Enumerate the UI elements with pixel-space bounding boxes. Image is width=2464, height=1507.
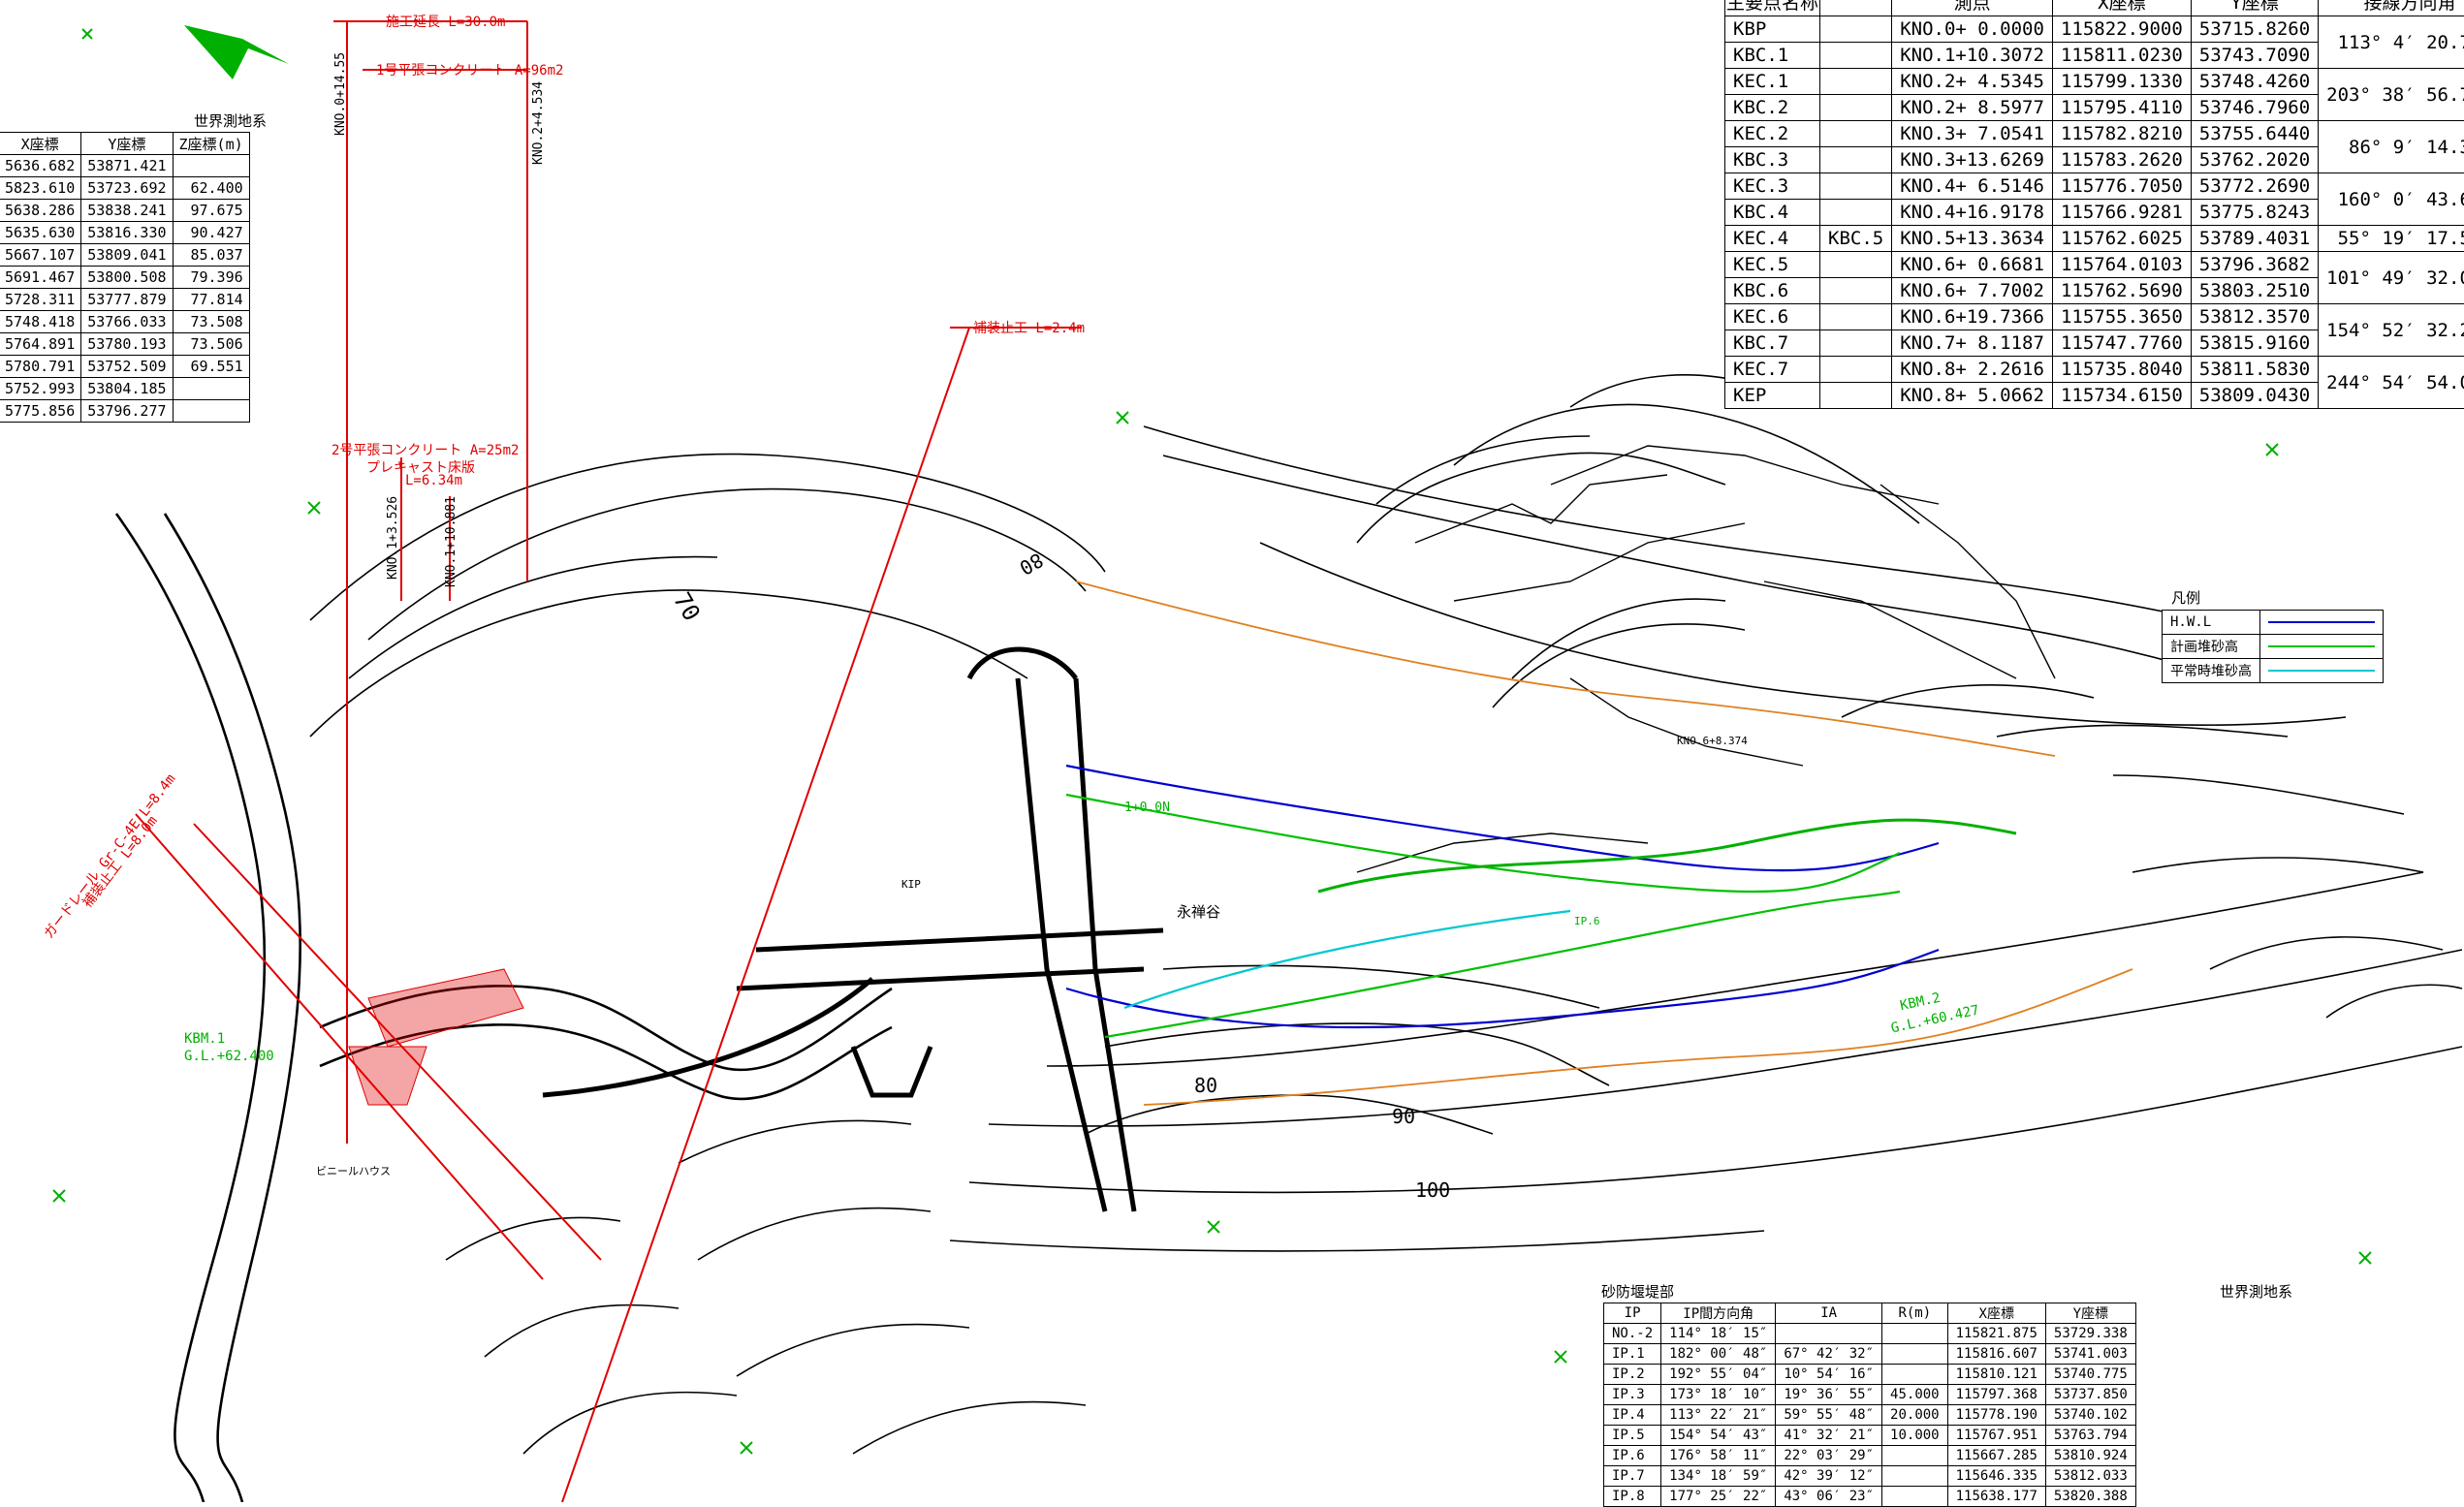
ip-table-datum: 世界測地系	[2220, 1281, 2292, 1302]
legend-title: 凡例	[2171, 587, 2200, 608]
label-kno1a: KNO.1+3.526	[386, 496, 400, 580]
control-points	[184, 25, 289, 79]
contour-label-100: 100	[1415, 1178, 1450, 1202]
label-kip: KIP	[901, 878, 921, 891]
label-pave1: 1号平張コンクリート A=96m2	[376, 60, 563, 79]
label-repair: 補装止工 L=2.4m	[973, 318, 1085, 337]
bm-header-y: Y座標	[81, 133, 173, 155]
north-arrow-icon	[184, 25, 289, 79]
bm-table-title: 世界測地系	[194, 110, 267, 131]
legend-item-planned: 計画堆砂高	[2163, 635, 2384, 659]
bm-header-z: Z座標(m)	[173, 133, 249, 155]
legend: H.W.L 計画堆砂高 平常時堆砂高	[2162, 610, 2384, 683]
label-kno2: KNO.2+4.534	[531, 81, 546, 165]
legend-item-normal: 平常時堆砂高	[2163, 659, 2384, 683]
label-ip6: IP.6	[1574, 915, 1600, 927]
ip-table-title: 砂防堰堤部	[1601, 1281, 1674, 1302]
label-kno0: KNO.0+14.55	[333, 52, 348, 136]
label-kbm1: KBM.1	[184, 1031, 225, 1047]
label-sta1: 1+0.0N	[1124, 801, 1170, 815]
label-vinyl-house: ビニールハウス	[316, 1163, 391, 1178]
dam-structure	[543, 649, 1163, 1211]
contour-label-90: 90	[1392, 1105, 1415, 1128]
water-levels	[1066, 581, 2132, 1105]
bm-header-x: X座標	[0, 133, 81, 155]
contour-lines	[310, 375, 2462, 1454]
label-kbm1-gl: G.L.+62.400	[184, 1049, 274, 1064]
label-precast-length: L=6.34m	[405, 473, 462, 488]
label-kno6: KNO.6+8.374	[1677, 735, 1748, 747]
label-kno1b: KNO.1+10.881	[444, 496, 458, 587]
legend-item-hwl: H.W.L	[2163, 611, 2384, 635]
annotation-leaders	[136, 21, 1082, 1502]
label-ext-length: 施工延長 L=30.0m	[386, 12, 505, 31]
label-pave2: 2号平張コンクリート A=25m2	[332, 440, 519, 459]
contour-label-80b: 80	[1194, 1074, 1217, 1097]
label-stream: 永禅谷	[1177, 901, 1220, 922]
terraces	[1357, 446, 2055, 872]
